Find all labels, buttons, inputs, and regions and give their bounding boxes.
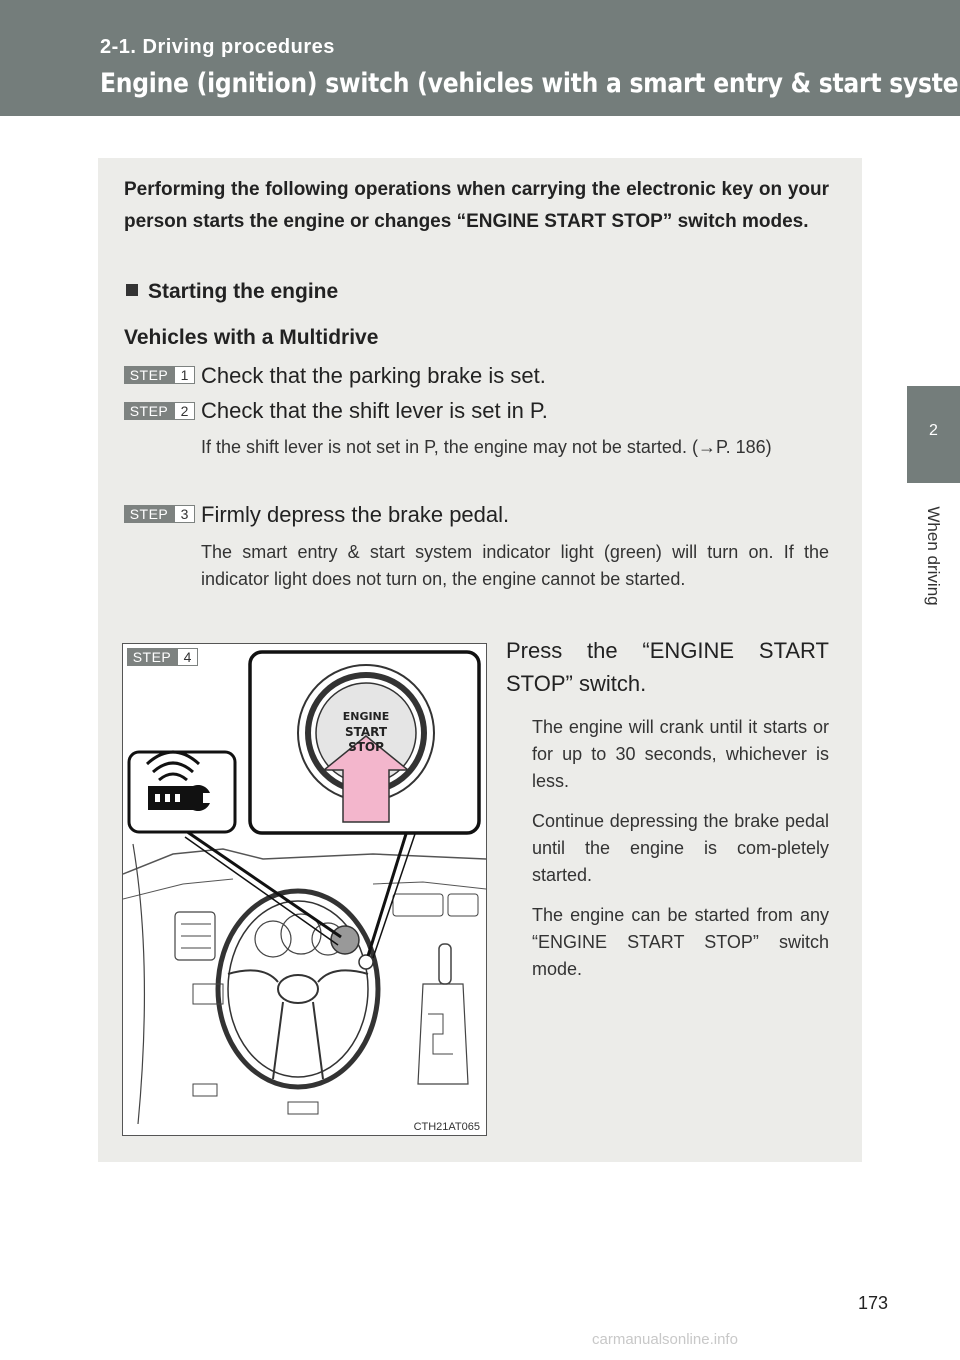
watermark[interactable]: carmanualsonline.info: [592, 1331, 738, 1348]
step-badge-label: STEP: [124, 505, 174, 523]
chapter-label: When driving: [918, 496, 943, 626]
page-number: 173: [858, 1293, 889, 1313]
section-heading: Starting the engine: [126, 280, 338, 304]
section-label: 2-1. Driving procedures: [100, 36, 335, 58]
step-badge-label: STEP: [124, 402, 174, 420]
step-3-note: The smart entry & start system indicator…: [201, 542, 829, 589]
step-badge-label: STEP: [124, 366, 174, 384]
step-1-text: Check that the parking brake is set.: [201, 363, 546, 388]
step-badge-label: STEP: [127, 648, 177, 666]
chapter-number: 2: [929, 422, 938, 439]
step-badge-number: 2: [174, 402, 195, 420]
step-badge: STEP 3: [124, 505, 195, 523]
step-badge: STEP 4: [127, 648, 198, 666]
intro-paragraph: Performing the following operations when…: [124, 179, 829, 232]
button-label-line1: ENGINE: [343, 710, 390, 723]
step-4-text: Press the “ENGINE START STOP” switch.: [506, 638, 829, 696]
subheading: Vehicles with a Multidrive: [124, 326, 379, 349]
chapter-tab[interactable]: 2: [907, 386, 960, 483]
step-badge: STEP 1: [124, 366, 195, 384]
step-2-text: Check that the shift lever is set in P.: [201, 398, 548, 423]
step-4-note-2: Continue depressing the brake pedal unti…: [532, 811, 829, 885]
button-label-line2: START: [345, 725, 388, 739]
step-4-note-1: The engine will crank until it starts or…: [532, 717, 829, 791]
step-3-text: Firmly depress the brake pedal.: [201, 502, 510, 527]
step-badge: STEP 2: [124, 402, 195, 420]
step-4-note-3: The engine can be started from any “ENGI…: [532, 905, 829, 979]
chapter-label-text: When driving: [924, 506, 943, 606]
page-header: 2-1. Driving procedures Engine (ignition…: [0, 0, 960, 116]
step-2-note: If the shift lever is not set in P, the …: [201, 437, 772, 457]
dashboard-drawing: ENGINE START STOP: [123, 650, 486, 1125]
square-bullet-icon: [126, 284, 138, 296]
page-title: Engine (ignition) switch (vehicles with …: [100, 68, 960, 99]
button-label-line3: STOP: [348, 740, 384, 754]
illustration-code: CTH21AT065: [413, 1121, 480, 1133]
engine-start-illustration: ENGINE START STOP STEP 4 CTH21AT065: [122, 643, 487, 1136]
step-badge-number: 3: [174, 505, 195, 523]
section-heading-text: Starting the engine: [148, 280, 339, 303]
step-badge-number: 1: [174, 366, 195, 384]
step-badge-number: 4: [177, 648, 198, 666]
